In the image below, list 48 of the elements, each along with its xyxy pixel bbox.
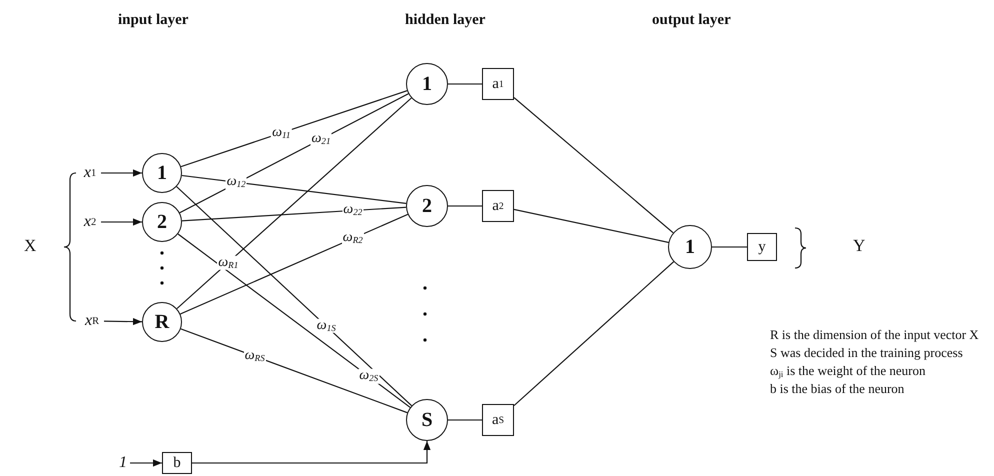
input-label: 1: [116, 454, 130, 472]
connector-line: [180, 328, 408, 414]
neuron-circle: 1: [668, 225, 712, 269]
note-text: S was decided in the training process: [770, 344, 963, 361]
neuron-circle: 1: [406, 63, 448, 105]
value-box: y: [747, 233, 777, 261]
neuron-circle: S: [406, 399, 448, 441]
edge-label: ω$_{1S}$: [316, 318, 337, 334]
connector-line: [180, 90, 408, 168]
connector-line: [182, 206, 406, 222]
connector-line: [180, 214, 408, 314]
edge-label: ω$_{2S}$: [358, 369, 380, 384]
connector-line: [448, 205, 482, 207]
arrow: [101, 218, 142, 226]
connector-line: [176, 98, 412, 309]
connector-line: [712, 246, 747, 248]
connector-line: [448, 83, 482, 85]
connector-line: [514, 97, 674, 234]
connector-line: [448, 419, 482, 421]
edge-label: ω$_{11}$: [271, 126, 292, 140]
edge-label: ω$_{RS}$: [244, 349, 266, 364]
arrow: [104, 318, 142, 326]
value-box: b: [162, 452, 192, 474]
neuron-circle: 2: [406, 185, 448, 227]
layer-heading: hidden layer: [405, 12, 486, 29]
arrow: [192, 441, 431, 464]
note-text: ω$_{ji}$ is the weight of the neuron: [770, 362, 926, 382]
arrow: [130, 459, 162, 467]
vector-label: X: [24, 236, 36, 256]
vector-label: Y: [853, 236, 866, 256]
neuron-circle: 1: [142, 153, 182, 193]
connector-line: [514, 208, 669, 243]
connector-line: [176, 186, 412, 406]
connector-line: [178, 234, 411, 408]
connector-line: [182, 174, 406, 204]
connector-line: [514, 261, 674, 406]
layer-heading: output layer: [652, 12, 731, 29]
connector-line: [179, 93, 409, 214]
edge-label: ω$_{R1}$: [217, 255, 240, 270]
arrow: [101, 169, 142, 177]
neuron-circle: 2: [142, 202, 182, 242]
edge-label: ω$_{12}$: [226, 175, 247, 190]
layer-heading: input layer: [118, 12, 188, 29]
neuron-circle: R: [142, 302, 182, 342]
note-text: R is the dimension of the input vector X: [770, 326, 979, 343]
note-text: b is the bias of the neuron: [770, 380, 904, 397]
edge-label: ω$_{21}$: [310, 132, 332, 146]
edge-label: ω$_{R2}$: [342, 231, 364, 246]
